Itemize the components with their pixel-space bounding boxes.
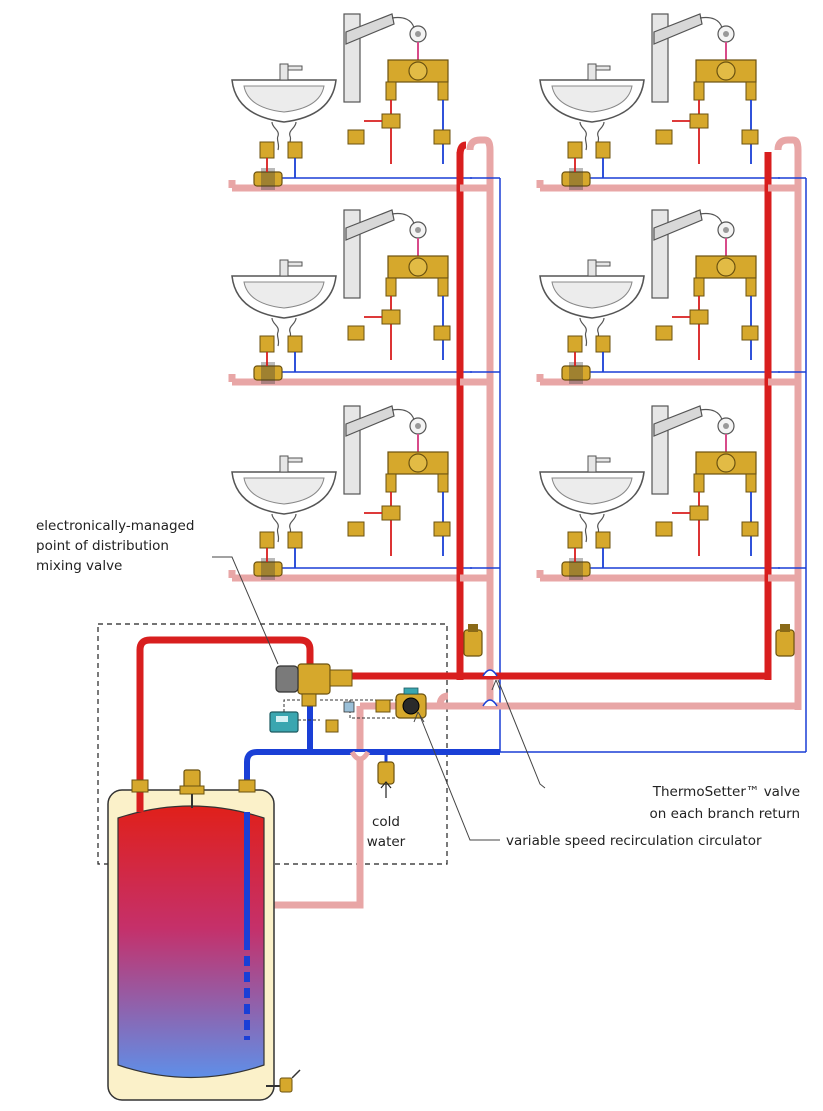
shower-valve-icon [651,209,759,361]
lavatory-sink-icon [231,63,337,151]
lavatory-sink-icon [539,259,645,347]
thermosetter-label-line1: ThermoSetter™ valve [652,784,800,800]
bathroom-column-left [231,13,472,580]
cold-water-inlet-valve [377,761,395,798]
shower-valve-icon [651,405,759,557]
branch-piping [232,532,472,580]
mixing-valve-label-line2: point of distribution [36,538,169,554]
branch-piping [232,142,472,190]
shower-valve-icon [343,209,451,361]
callout-leaders [212,556,546,841]
thermosetter-valve-right [775,624,795,657]
cold-water-label-line2: water [367,834,406,850]
bathroom-floor-2-left [231,209,472,384]
mixing-valve-label-line3: mixing valve [36,558,122,574]
bathroom-floor-1-right [539,405,780,580]
bathroom-floor-3-right [539,13,780,190]
shower-valve-icon [343,13,451,165]
circulator-label: variable speed recirculation circulator [506,833,762,849]
thermosetter-valve-left [463,624,483,657]
lavatory-sink-icon [539,455,645,543]
storage-water-heater [107,769,301,1101]
mixing-valve-label-line1: electronically-managed [36,518,194,534]
bathroom-floor-3-left [231,13,472,190]
branch-piping [540,142,780,190]
lavatory-sink-icon [539,63,645,151]
shower-valve-icon [343,405,451,557]
thermosetter-label: ThermoSetter™ valve on each branch retur… [650,784,800,822]
branch-piping [232,336,472,384]
bathroom-column-right [539,13,780,580]
recirculation-circulator [325,687,427,733]
crossover-humps [349,669,498,762]
lavatory-sink-icon [231,455,337,543]
thermosetter-label-line2: on each branch return [650,806,800,822]
cold-water-label-line1: cold [372,814,400,830]
branch-piping [540,532,780,580]
branch-piping [540,336,780,384]
lavatory-sink-icon [231,259,337,347]
bathroom-floor-2-right [539,209,780,384]
controller [269,699,421,733]
risers [456,136,807,752]
shower-valve-icon [651,13,759,165]
mechanical-room-boundary [97,623,448,865]
mixing-valve [275,663,353,707]
bathroom-floor-1-left [231,405,472,580]
mixing-valve-label: electronically-managed point of distribu… [36,518,194,574]
cold-water-label: cold water [367,814,406,850]
